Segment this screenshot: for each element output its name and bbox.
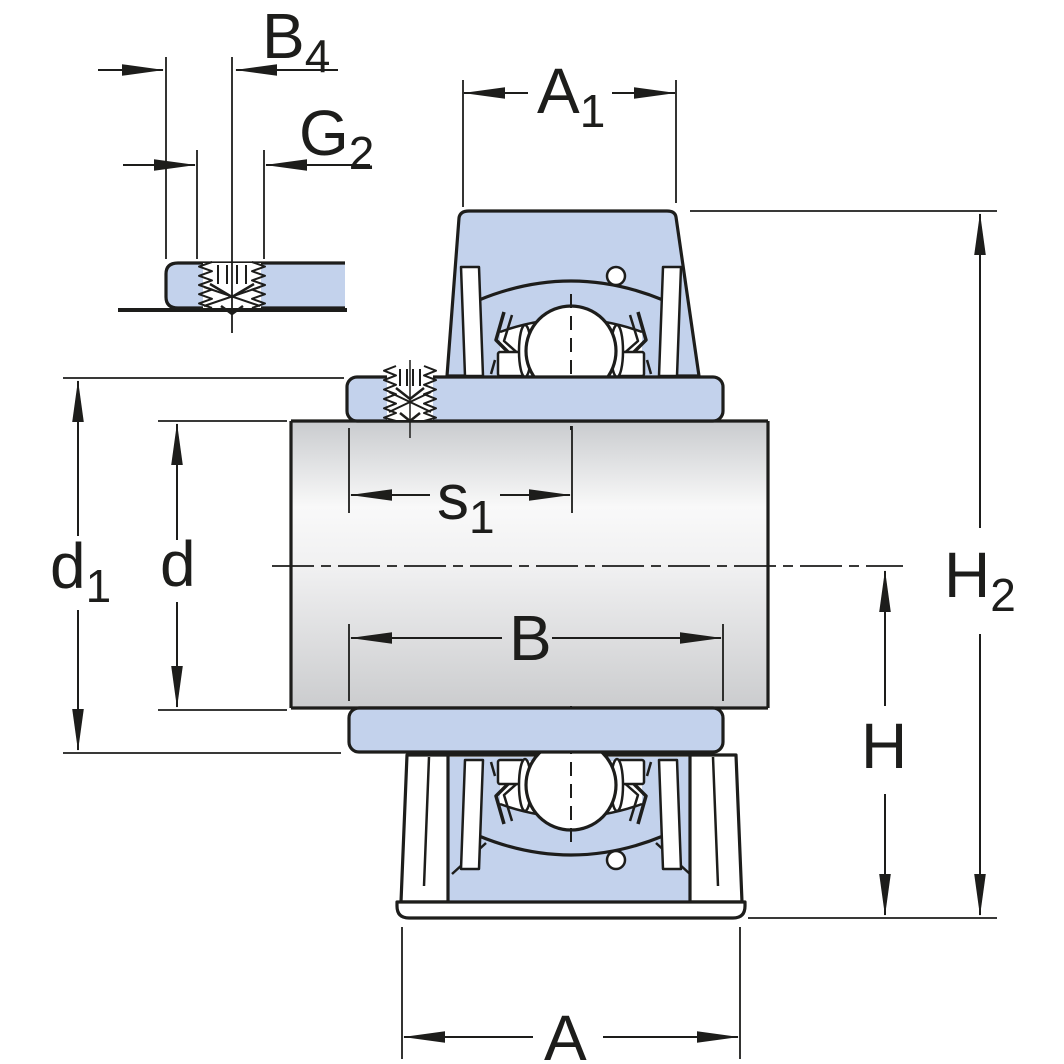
dimension-label-G2: G2: [299, 97, 374, 179]
collar-body: [345, 375, 725, 423]
locking-collar-bottom: [347, 706, 725, 754]
dimension-H2: H2: [690, 210, 1016, 916]
thread-zigzag: [383, 365, 397, 422]
dimension-label-A1: A1: [537, 55, 605, 137]
dimension-label-A: A: [544, 1002, 587, 1064]
dimension-s1: s1: [348, 426, 573, 543]
main-view-bearing-unit: [272, 209, 997, 920]
dimension-label-H2: H2: [944, 539, 1016, 621]
dimension-A: A: [401, 927, 741, 1064]
detail-view-setscrew-section: B4 G2: [98, 0, 374, 333]
dimension-B: B: [348, 602, 724, 701]
dimension-label-d: d: [160, 528, 196, 600]
socket-splines: [217, 265, 247, 284]
socket-splines: [399, 369, 421, 386]
housing-bore-wall-right: [657, 265, 683, 378]
shaft-body: [291, 421, 768, 708]
dimensions: A1 s1 B d d1: [50, 55, 1016, 1064]
base-interior-edges: [446, 755, 692, 902]
seal-foot: [489, 359, 497, 375]
dimension-B4: B4: [98, 0, 338, 82]
set-screw: [383, 360, 437, 438]
outer-ring-arc: [478, 279, 664, 302]
housing-bore-wall-left: [459, 265, 485, 378]
dimension-label-B4: B4: [262, 0, 330, 82]
dimension-A1: A1: [462, 55, 677, 207]
base-plate: [395, 900, 747, 920]
thread-zigzag: [423, 365, 437, 422]
dimension-label-H: H: [861, 710, 907, 782]
lubrication-hole: [605, 265, 627, 287]
dimension-label-d1: d1: [50, 530, 111, 612]
dimension-G2: G2: [123, 97, 374, 179]
thread-zigzag: [198, 261, 213, 309]
base-wall-steps: [422, 756, 720, 887]
dimension-label-B: B: [509, 602, 552, 674]
thread-zigzag: [251, 261, 266, 309]
dimension-d1: d1: [50, 377, 344, 754]
dimension-d: d: [158, 420, 287, 711]
seal-foot: [645, 359, 653, 375]
bearing-insert-top: [459, 265, 683, 430]
dimension-H: H: [861, 570, 907, 916]
locking-collar-top: [345, 360, 725, 438]
dimension-label-s1: s1: [437, 461, 495, 543]
